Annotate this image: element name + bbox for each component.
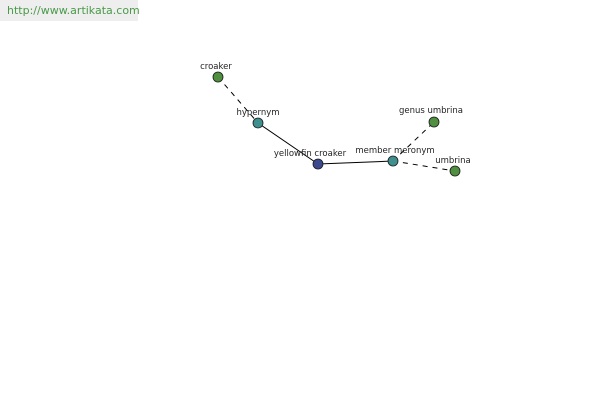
edge-meronym-umbrina: [392, 160, 456, 172]
node-label-croaker[interactable]: croaker: [200, 62, 232, 72]
node-label-hypernym[interactable]: hypernym: [236, 108, 279, 118]
node-label-umbrina[interactable]: umbrina: [435, 156, 471, 166]
node-hypernym[interactable]: [252, 117, 264, 129]
node-croaker[interactable]: [212, 71, 224, 83]
node-genus[interactable]: [428, 116, 440, 128]
node-label-yellowfin[interactable]: yellowfin croaker: [274, 149, 347, 159]
node-meronym[interactable]: [387, 155, 399, 167]
site-url[interactable]: http://www.artikata.com: [7, 4, 140, 17]
graph-edges: [217, 76, 456, 172]
edge-yellowfin-meronym: [317, 160, 394, 165]
node-label-genus[interactable]: genus umbrina: [399, 106, 463, 116]
node-label-meronym[interactable]: member meronym: [355, 146, 434, 156]
edge-hypernym-yellowfin: [257, 122, 319, 165]
node-umbrina[interactable]: [449, 165, 461, 177]
graph-nodes: croaker hypernym yellowfin croaker member m…: [200, 62, 471, 177]
node-yellowfin[interactable]: [312, 158, 324, 170]
edge-croaker-hypernym: [217, 76, 259, 124]
url-banner: http://www.artikata.com: [0, 0, 140, 21]
